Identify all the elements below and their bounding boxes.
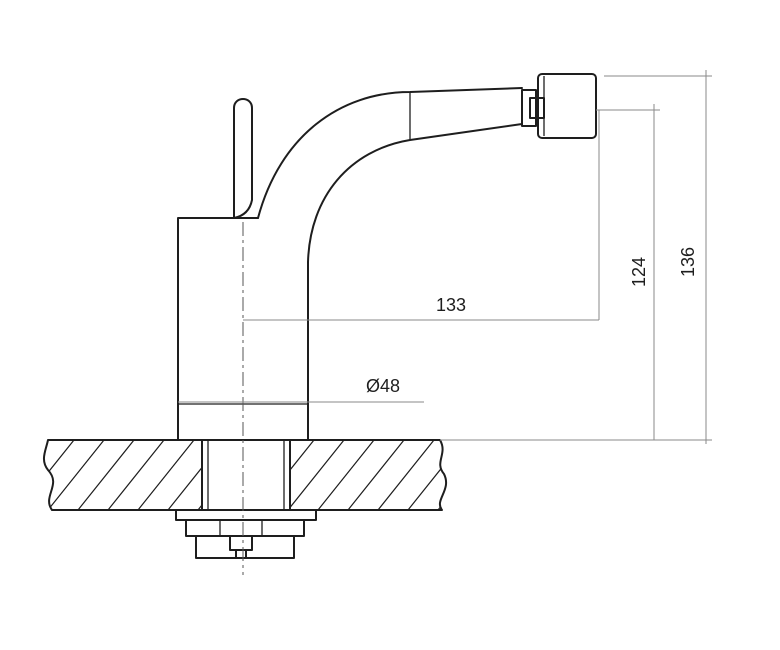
countertop-hatch-left: [43, 440, 202, 510]
spout: [257, 87, 523, 263]
countertop-outline-right: [289, 439, 447, 511]
mounting-washer: [175, 509, 317, 521]
spout-lower-curve: [307, 123, 523, 263]
total-height-dimension-label: 136: [678, 247, 698, 277]
aerator-nozzle: [521, 73, 597, 139]
outlet-height-dimension-label: 124: [629, 257, 649, 287]
countertop-outline-left: [42, 439, 203, 511]
fixing-nut-assembly: [175, 509, 317, 559]
aerator-neck: [521, 89, 537, 127]
countertop-section: [42, 439, 447, 511]
fixing-nut: [185, 519, 305, 537]
hose-connector-tip: [235, 549, 247, 559]
shank-body: [201, 439, 291, 511]
aerator-head: [537, 73, 597, 139]
hose-connector: [229, 535, 253, 551]
outlet-height-dimension: 124: [440, 104, 712, 441]
reach-dimension: 133: [243, 109, 660, 321]
faucet-body-outline: [177, 217, 259, 441]
diameter-dimension-label: Ø48: [366, 376, 400, 396]
spout-upper-curve: [257, 87, 523, 219]
mounting-shank: [201, 439, 291, 511]
lever-handle: [233, 98, 253, 219]
total-height-dimension: 136: [604, 70, 712, 444]
diameter-dimension: Ø48: [178, 376, 424, 403]
reach-dimension-label: 133: [436, 295, 466, 315]
